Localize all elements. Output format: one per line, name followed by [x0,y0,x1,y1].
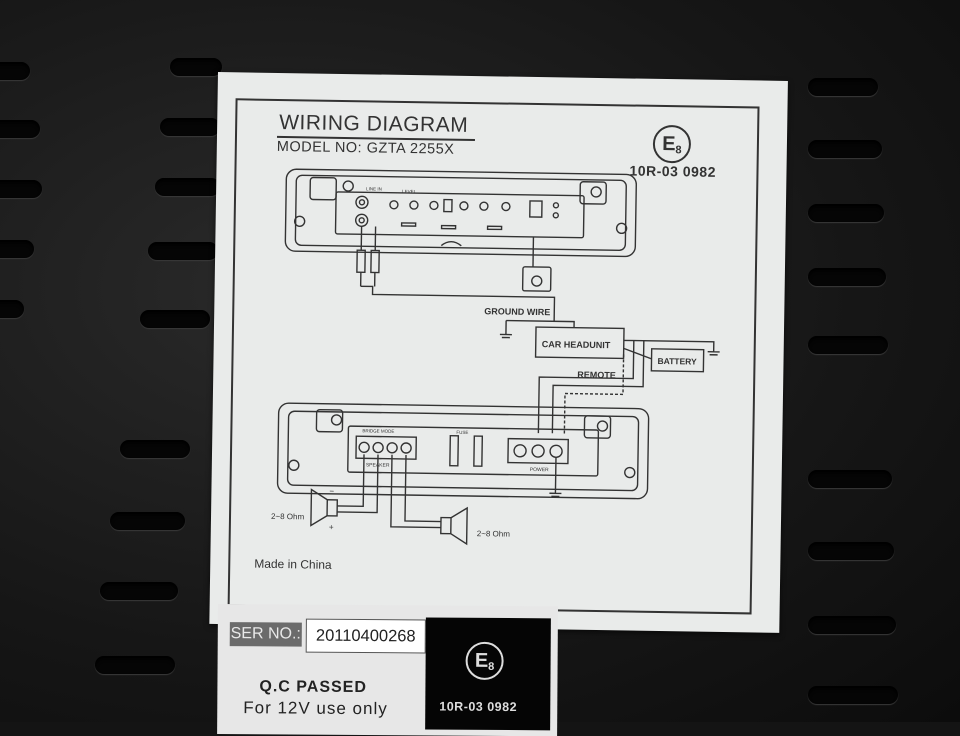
battery-box [650,348,705,373]
bridge-mode-label: BRIDGE MODE [362,428,394,434]
qc-label-sticker: SER NO.: 20110400268 Q.C PASSED For 12V … [217,604,558,736]
head-unit-box [534,326,625,360]
vent-slot [808,686,898,704]
qc-approval-number: 10R-03 0982 [439,699,518,715]
vent-slot [808,268,886,286]
serial-number: 20110400268 [305,618,426,654]
vent-slot [808,204,884,222]
vent-slot [160,118,220,136]
polarity-minus: − [329,487,334,496]
vent-slot [155,178,220,196]
amp-ground [549,457,562,498]
fuse-label: FUSE [456,430,468,435]
vent-slot [95,656,175,674]
wiring-diagram: LINE IN LEVEL GROUND WIRE CAR HEADUNIT B… [271,168,720,546]
qc-passed-text: Q.C PASSED [259,678,367,697]
power-wires [537,340,645,434]
vent-slot [808,336,888,354]
ground-wire-line [506,319,575,328]
battery-ground [623,339,720,356]
made-in-label: Made in China [254,556,332,572]
speaker-right-impedance: 2~8 Ohm [477,529,511,539]
vent-slot [0,62,30,80]
ground-wire-label: GROUND WIRE [484,306,550,317]
line-in-label: LINE IN [366,186,382,191]
battery-feed [623,347,652,360]
serial-label: SER NO.: [229,622,302,647]
vent-slot [110,512,185,530]
speaker-wires-right [390,454,441,529]
vent-slot [808,542,894,560]
speaker-left-icon [310,488,339,527]
e-mark-letter: E [474,649,489,672]
approval-block: E8 10R-03 0982 [425,617,551,731]
wiring-diagram-sticker: WIRING DIAGRAM MODEL NO: GZTA 2255X E8 1… [209,72,788,633]
vent-slot [0,300,24,318]
remote-label: REMOTE [577,370,616,381]
ground-symbol-1 [499,320,512,339]
remote-wire [563,354,625,434]
speaker-left-impedance: 2~8 Ohm [271,512,305,522]
e-mark-number: 8 [488,660,495,673]
level-label: LEVEL [402,189,417,194]
rca-cables [356,226,556,322]
voltage-note: For 12V use only [243,698,388,719]
vent-slot [120,440,190,458]
battery-label: BATTERY [657,356,697,367]
vent-slot [808,616,896,634]
vent-slot [148,242,218,260]
vent-slot [0,240,34,258]
vent-slot [170,58,222,76]
amplifier-bottom-view: BRIDGE MODE FUSE SPEAKER POWER [276,402,650,500]
vent-slot [140,310,210,328]
vent-slot [100,582,178,600]
speaker-right-icon [440,506,468,546]
vent-slot [808,78,878,96]
vent-slot [808,140,882,158]
vent-slot [0,180,42,198]
vent-slot [808,470,892,488]
power-label: POWER [530,467,549,473]
speaker-wires-left [337,454,379,514]
head-unit-label: CAR HEADUNIT [542,339,611,350]
polarity-plus: + [329,523,334,532]
vent-slot [0,120,40,138]
amplifier-top-view: LINE IN LEVEL [284,168,637,258]
e-mark-icon: E8 [465,641,504,680]
